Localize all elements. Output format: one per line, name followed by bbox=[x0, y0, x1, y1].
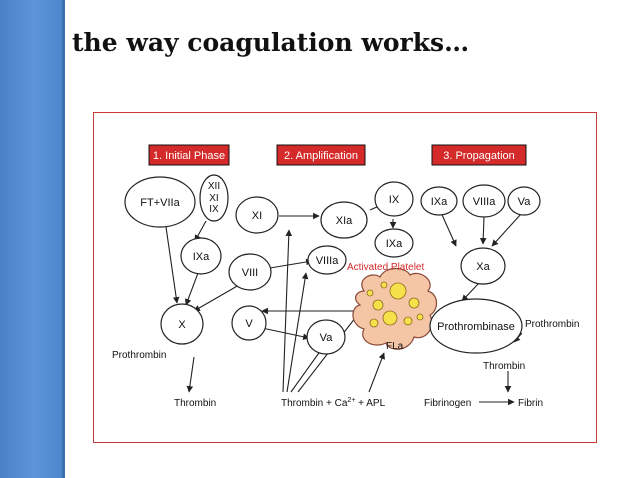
node-ixa-amplification: IXa bbox=[374, 228, 414, 258]
phase-amplification-label: 2. Amplification bbox=[284, 150, 358, 162]
slide-title: the way coagulation works… bbox=[72, 28, 470, 57]
svg-text:X: X bbox=[178, 319, 186, 331]
svg-text:VIII: VIII bbox=[242, 267, 259, 279]
node-v: V bbox=[231, 305, 267, 341]
phase-amplification: 2. Amplification bbox=[276, 144, 366, 166]
node-prothrombinase: Prothrombinase bbox=[429, 298, 523, 354]
label-fibrin: Fibrin bbox=[518, 398, 543, 409]
node-viiia-propagation: VIIIa bbox=[462, 184, 506, 218]
svg-text:XIa: XIa bbox=[336, 215, 353, 227]
svg-text:Xa: Xa bbox=[476, 261, 490, 273]
node-viii: VIII bbox=[228, 253, 272, 291]
phase-initial-label: 1. Initial Phase bbox=[153, 150, 225, 162]
svg-text:FT+VIIa: FT+VIIa bbox=[140, 197, 180, 209]
svg-text:VIIIa: VIIIa bbox=[316, 255, 340, 267]
node-xii-xi-ix: XII XI IX bbox=[199, 174, 229, 222]
svg-text:IXa: IXa bbox=[193, 251, 210, 263]
phase-initial: 1. Initial Phase bbox=[148, 144, 230, 166]
node-va-propagation: Va bbox=[507, 186, 541, 216]
svg-text:Prothrombinase: Prothrombinase bbox=[437, 321, 515, 333]
node-va: Va bbox=[306, 319, 346, 355]
activated-platelet-label: Activated Platelet bbox=[347, 262, 424, 273]
sidebar-accent-bar bbox=[0, 0, 62, 478]
activated-platelet: FLa bbox=[352, 267, 438, 352]
svg-text:V: V bbox=[245, 318, 253, 330]
svg-text:VIIIa: VIIIa bbox=[473, 196, 497, 208]
node-ixa-propagation: IXa bbox=[420, 186, 458, 216]
label-prothrombin-left: Prothrombin bbox=[112, 350, 166, 361]
svg-text:XI: XI bbox=[252, 210, 262, 222]
node-ft-viia: FT+VIIa bbox=[124, 176, 196, 228]
node-viiia: VIIIa bbox=[307, 245, 347, 275]
svg-text:Va: Va bbox=[518, 196, 532, 208]
diagram-frame: 1. Initial Phase 2. Amplification 3. Pro… bbox=[93, 112, 597, 443]
label-fibrinogen: Fibrinogen bbox=[424, 398, 471, 409]
svg-text:XII: XII bbox=[208, 181, 220, 192]
phase-propagation-label: 3. Propagation bbox=[443, 150, 515, 162]
label-prothrombin-right: Prothrombin bbox=[525, 319, 579, 330]
svg-text:Va: Va bbox=[320, 332, 334, 344]
label-thrombin-right: Thrombin bbox=[483, 361, 525, 372]
svg-text:IX: IX bbox=[389, 194, 400, 206]
svg-text:XI: XI bbox=[209, 193, 218, 204]
node-xia: XIa bbox=[320, 201, 368, 239]
phase-propagation: 3. Propagation bbox=[431, 144, 527, 166]
label-thrombin-ca-apl: Thrombin + Ca2+ + APL bbox=[281, 397, 386, 409]
svg-text:IXa: IXa bbox=[431, 196, 448, 208]
label-thrombin-left: Thrombin bbox=[174, 398, 216, 409]
coagulation-diagram: 1. Initial Phase 2. Amplification 3. Pro… bbox=[112, 144, 579, 409]
svg-text:IX: IX bbox=[209, 204, 219, 215]
fla-label: FLa bbox=[386, 341, 404, 352]
node-ixa-initial: IXa bbox=[180, 237, 222, 275]
node-xa: Xa bbox=[460, 247, 506, 285]
svg-text:IXa: IXa bbox=[386, 238, 403, 250]
node-x: X bbox=[160, 303, 204, 345]
node-xi: XI bbox=[235, 196, 279, 234]
sidebar-edge bbox=[62, 0, 65, 478]
node-ix: IX bbox=[374, 181, 414, 217]
